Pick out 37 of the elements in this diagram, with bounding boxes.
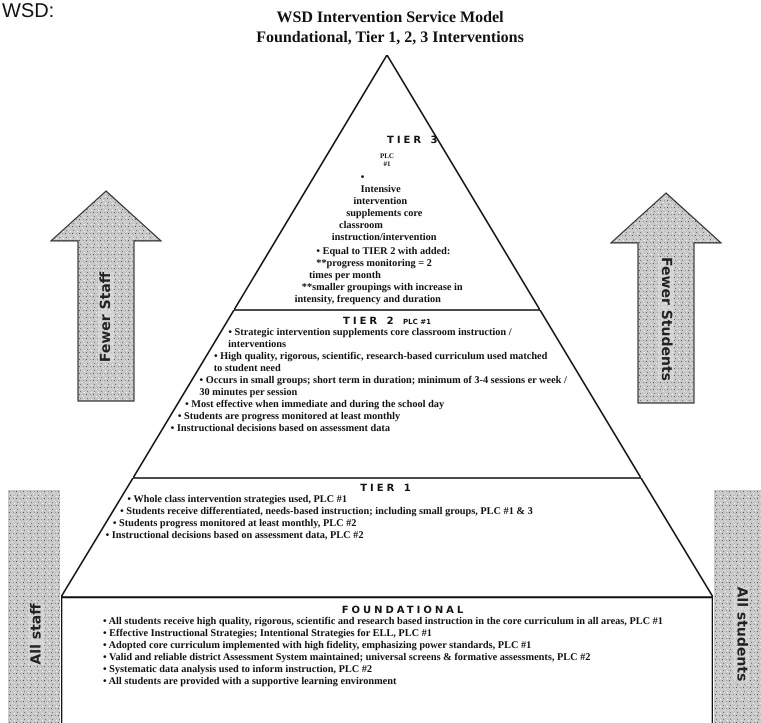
tier-heading: FOUNDATIONAL xyxy=(340,605,468,616)
bullet-text: • Equal to TIER 2 with added: xyxy=(315,246,452,258)
bullet-text: • All students are provided with a supportive learning environment xyxy=(102,676,398,688)
bullet-text: • Occurs in small groups; short term in duration; minimum of 3-4 sessions er week / 30 minutes per session xyxy=(198,375,568,399)
bullet-text: • High quality, rigorous, scientific, research-based curriculum used matched to student need xyxy=(212,351,548,375)
bullet-text: • Students progress monitored at least monthly, PLC #2 xyxy=(112,518,358,530)
bullet-text: • Whole class intervention strategies used, PLC #1 xyxy=(126,494,348,506)
bullet-text: • Effective Instructional Strategies; Intentional Strategies for ELL, PLC #1 xyxy=(102,628,433,640)
rotated-label: Fewer Students xyxy=(658,257,674,382)
bullet-text: • Valid and reliable district Assessment System maintained; universal screens & formative assessments, PLC #2 xyxy=(102,652,592,664)
tier-heading: TIER 2 xyxy=(343,316,397,327)
rotated-label: All staff xyxy=(28,604,44,666)
bullet-text: • Strategic intervention supplements core classroom instruction / interventions xyxy=(227,327,513,351)
side-band xyxy=(8,490,60,723)
tier-heading: TIER 1 xyxy=(359,483,415,494)
bullet-text: • Instructional decisions based on assessment data xyxy=(170,423,391,435)
bullet-text: • Instructional decisions based on assessment data, PLC #2 xyxy=(104,530,364,542)
diagram-title: WSD Intervention Service Model Foundational, Tier 1, 2, 3 Interventions xyxy=(255,8,525,48)
bullet-text: • Systematic data analysis used to inform instruction, PLC #2 xyxy=(102,664,374,676)
bullet-text: • Intensive intervention supplements core classroom instruction/intervention xyxy=(330,172,438,244)
side-band xyxy=(714,490,761,723)
tier-3-band xyxy=(234,55,540,310)
bullet-text: • Students are progress monitored at least monthly xyxy=(176,411,402,423)
bullet-text: • Adopted core curriculum implemented with high fidelity, emphasizing power standards, PLC #1 xyxy=(102,640,532,652)
bullet-text: • Most effective when immediate and during the school day xyxy=(184,399,446,411)
bullet-text: • Students receive differentiated, needs-based instruction; including small groups, PLC #1 & 3 xyxy=(119,506,534,518)
sub-bullet-text: **smaller groupings with increase in intensity, frequency and duration xyxy=(294,282,464,306)
foundation-box xyxy=(61,597,713,723)
tier-1-band xyxy=(61,478,713,597)
up-arrow xyxy=(50,190,162,402)
tier-2-band xyxy=(133,310,641,478)
rotated-label: Fewer Staff xyxy=(98,272,114,362)
bullet-text: • All students receive high quality, rigorous, scientific and research based instruction in the core curriculum in all areas, PLC #1 xyxy=(102,616,664,628)
rotated-label: All students xyxy=(732,587,749,682)
heading-fragment: WSD: xyxy=(2,0,54,22)
sub-bullet-text: **progress monitoring = 2 times per month xyxy=(308,258,433,282)
up-arrow xyxy=(610,192,722,404)
